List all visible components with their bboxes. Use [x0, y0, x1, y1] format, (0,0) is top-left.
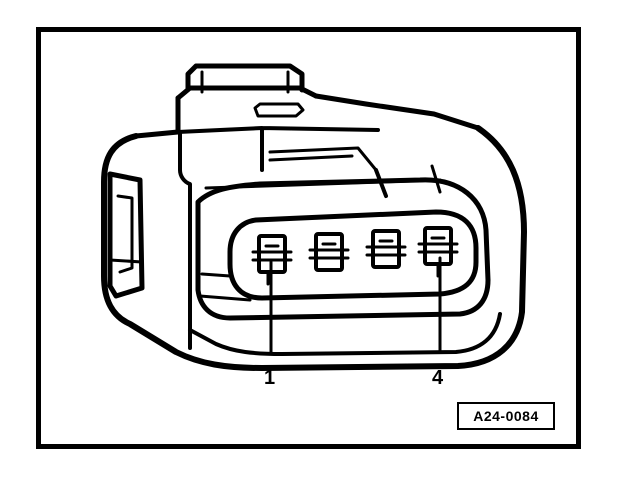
diagram-frame [36, 27, 581, 449]
connector-housing [101, 125, 527, 371]
figure-code-box: A24-0084 [457, 402, 555, 430]
side-release-window [107, 171, 145, 299]
pin-cavity-3 [365, 229, 407, 269]
pin-label-1: 1 [264, 367, 276, 389]
latch-tab [175, 63, 319, 118]
pin-label-4: 4 [432, 367, 444, 389]
figure-code: A24-0084 [473, 408, 539, 424]
inner-cavity [195, 177, 491, 321]
pin-cavity-2 [308, 232, 350, 272]
pin-cavity-4 [417, 226, 459, 278]
